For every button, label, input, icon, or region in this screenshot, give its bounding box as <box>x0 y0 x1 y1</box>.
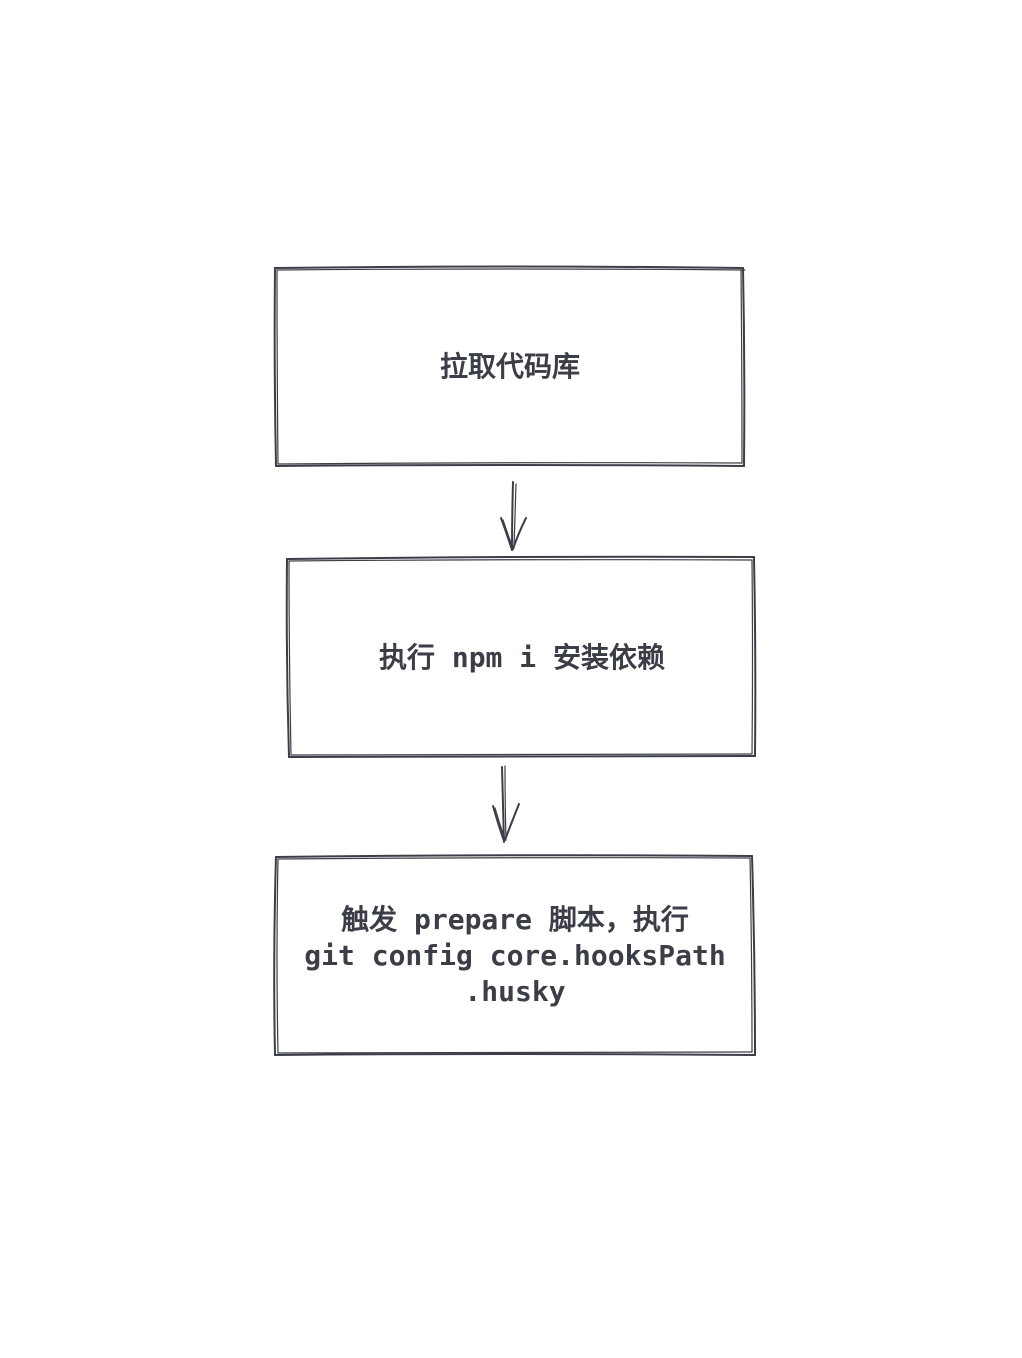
flow-node-box-3 <box>273 854 756 1056</box>
flow-arrow-2-to-3 <box>492 765 520 843</box>
flow-node-box-1 <box>273 265 746 467</box>
flow-node-box-2 <box>285 555 757 758</box>
flow-arrow-1-to-2 <box>500 481 527 551</box>
flow-node-label-2: 执行 npm i 安装依赖 <box>378 641 665 674</box>
flow-node-label-1: 拉取代码库 <box>439 350 580 383</box>
flow-node-label-3: 触发 prepare 脚本，执行 git config core.hooksPa… <box>304 903 726 1008</box>
